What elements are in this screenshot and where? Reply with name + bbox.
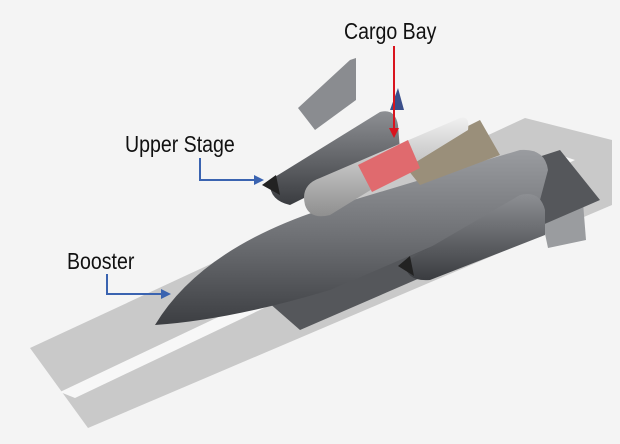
booster-arrowhead xyxy=(161,289,171,299)
upper-engine-cone xyxy=(262,175,280,195)
cargo-bay-arrowhead xyxy=(389,128,399,138)
lower-engine-cone xyxy=(398,256,414,276)
cargo-section xyxy=(358,140,420,192)
upper-engine-nacelle xyxy=(269,111,400,205)
upper-stage-label: Upper Stage xyxy=(125,131,235,157)
booster-label: Booster xyxy=(67,248,135,274)
cargo-bay-label: Cargo Bay xyxy=(344,18,437,44)
booster-fuselage xyxy=(155,149,548,325)
orbiter-wing xyxy=(400,120,500,185)
upper-stage-arrow xyxy=(199,158,256,181)
lower-engine-nacelle xyxy=(405,194,545,281)
booster-arrow xyxy=(106,274,163,295)
left-tail-fin xyxy=(298,58,356,130)
orbiter-tail xyxy=(390,88,404,110)
upper-stage-arrowhead xyxy=(254,175,264,185)
